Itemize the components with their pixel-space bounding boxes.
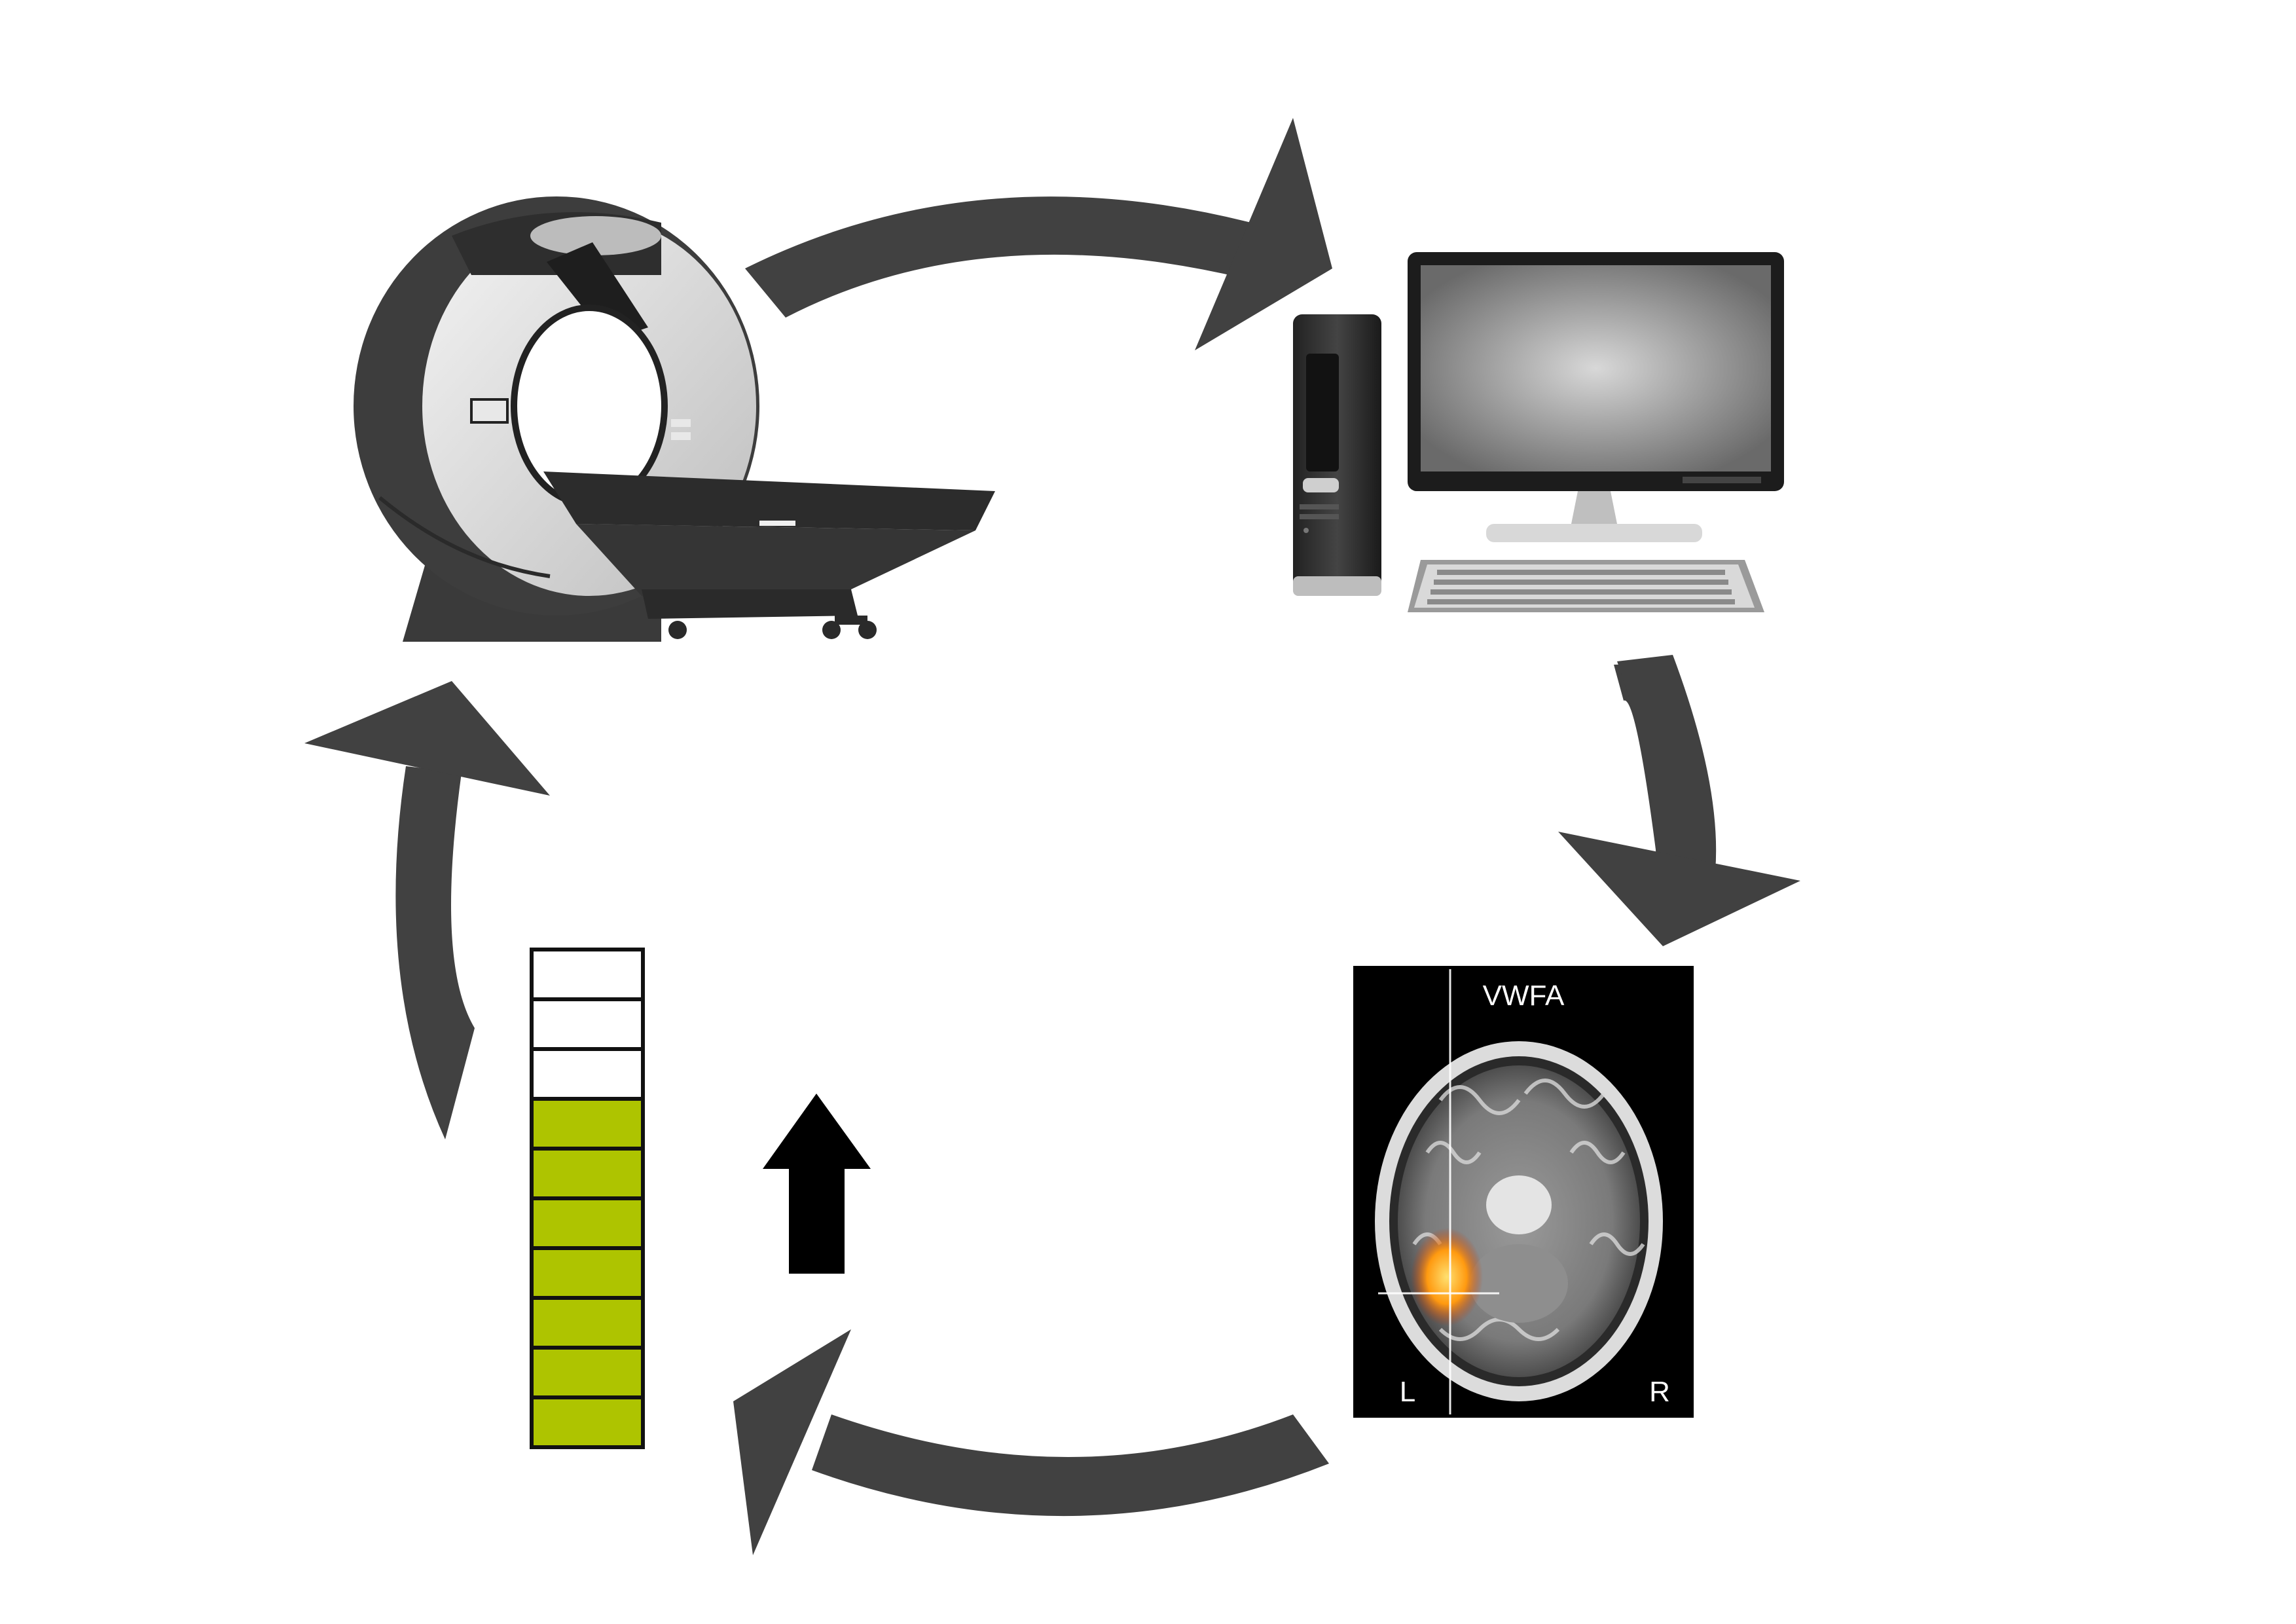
feedback-bar-segment <box>530 1097 645 1151</box>
desktop-computer-icon <box>1293 252 1784 612</box>
arrow-scanner-to-computer <box>745 118 1332 350</box>
brain-right-label: R <box>1649 1376 1670 1408</box>
brain-left-label: L <box>1400 1376 1415 1408</box>
flow-arrows <box>304 118 1800 1555</box>
feedback-bar-segment <box>530 1196 645 1250</box>
feedback-bar-segment <box>530 948 645 1001</box>
feedback-bar-segment <box>530 1296 645 1350</box>
feedback-bar-segment <box>530 1395 645 1449</box>
feedback-bar-segment <box>530 997 645 1051</box>
brain-title: VWFA <box>1483 980 1565 1012</box>
activation-blob <box>1411 1228 1483 1326</box>
arrow-computer-to-brain <box>1558 655 1800 946</box>
neurofeedback-bar-icon <box>530 948 645 1449</box>
arrow-brain-to-feedback <box>733 1329 1329 1555</box>
up-arrow-icon <box>763 1094 871 1274</box>
mri-scanner-icon <box>354 196 995 642</box>
feedback-bar-segment <box>530 1346 645 1399</box>
arrow-feedback-to-scanner <box>304 681 550 1139</box>
feedback-bar-segment <box>530 1246 645 1300</box>
feedback-bar-segment <box>530 1147 645 1200</box>
brain-activation-map: VWFA L R <box>1353 966 1694 1418</box>
feedback-bar-segment <box>530 1047 645 1101</box>
